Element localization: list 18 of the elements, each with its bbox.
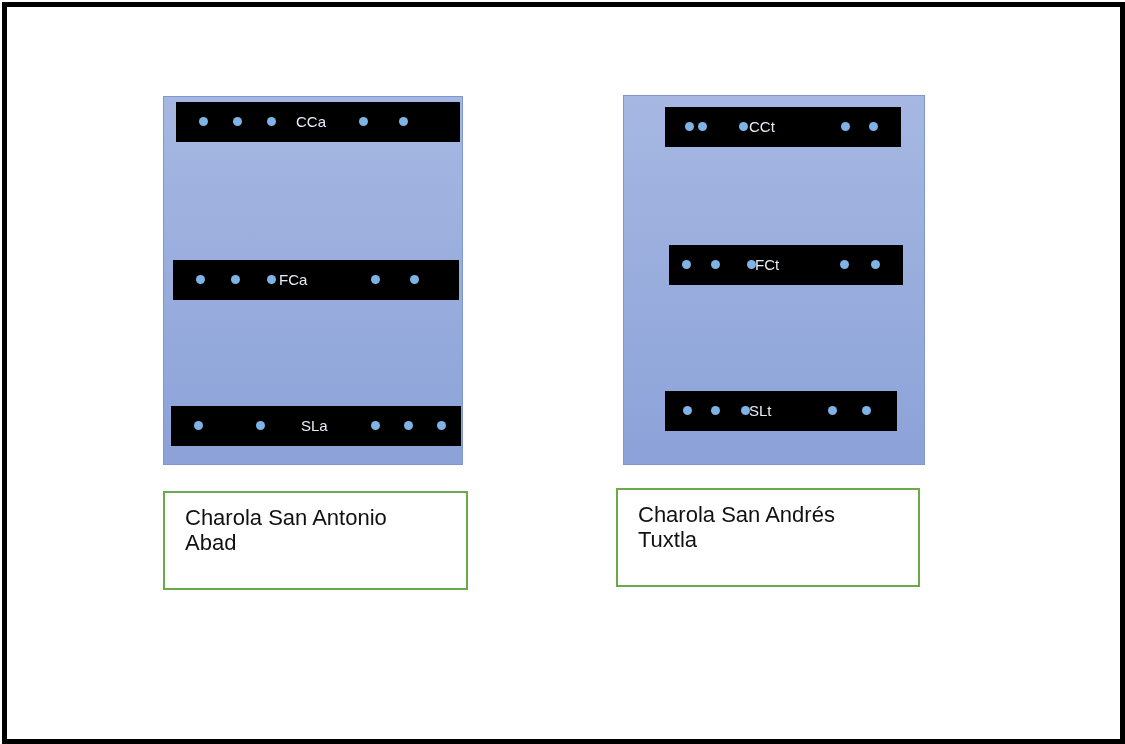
sample-strip bbox=[665, 391, 897, 431]
strip-label: CCa bbox=[296, 113, 326, 131]
strip-label: FCt bbox=[755, 256, 780, 274]
tray-caption: Charola San Antonio Abad bbox=[185, 505, 388, 555]
strip-label: SLa bbox=[301, 417, 328, 435]
caption-box bbox=[616, 488, 920, 587]
tray-panel bbox=[623, 95, 925, 465]
strip-label: SLt bbox=[749, 402, 772, 420]
sample-strip bbox=[176, 102, 460, 142]
sample-strip bbox=[669, 245, 903, 285]
caption-box bbox=[163, 491, 468, 590]
tray-panel bbox=[163, 96, 463, 465]
strip-label: FCa bbox=[279, 271, 308, 289]
sample-strip bbox=[665, 107, 901, 147]
sample-strip bbox=[171, 406, 461, 446]
strip-label: CCt bbox=[749, 118, 775, 136]
sample-strip bbox=[173, 260, 459, 300]
tray-caption: Charola San Andrés Tuxtla bbox=[638, 502, 836, 552]
